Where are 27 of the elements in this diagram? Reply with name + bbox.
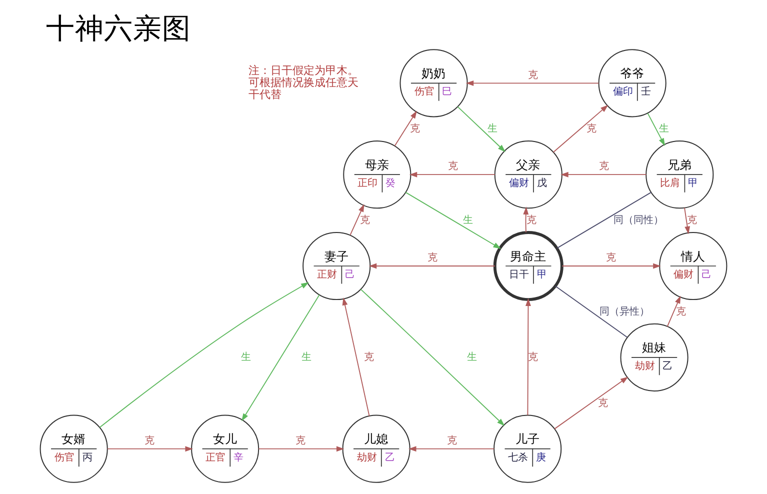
edge-label: 克 <box>410 124 420 135</box>
edge-label: 同（异性） <box>599 306 650 318</box>
edge-label: 生 <box>462 214 473 226</box>
edge-label: 生 <box>659 124 670 135</box>
edge-label: 生 <box>467 352 478 364</box>
edge-label: 同（同性） <box>614 214 664 226</box>
edge-label: 克 <box>526 214 536 226</box>
label: 注：日干假定为甲木。可根据情况换成任意天干代替 <box>248 64 359 101</box>
edge-label: 克 <box>528 70 538 81</box>
edge-label: 克 <box>296 435 306 446</box>
edge-label: 克 <box>676 306 686 318</box>
edge-label: 克 <box>448 161 458 172</box>
edge-label: 克 <box>598 398 608 409</box>
edge-label: 克 <box>446 435 457 446</box>
edge-label: 克 <box>586 124 596 135</box>
edge-label: 克 <box>360 214 370 226</box>
edge-label: 克 <box>606 252 616 264</box>
diagram-title: 十神六亲图 <box>46 11 192 46</box>
edge-label: 克 <box>428 252 438 264</box>
edge-label: 克 <box>364 352 374 364</box>
edge-label: 克 <box>144 435 154 446</box>
edge-label: 生 <box>487 124 498 135</box>
edge-label: 生 <box>302 352 312 364</box>
edge-label: 克 <box>599 161 610 172</box>
edge-label: 生 <box>240 352 251 364</box>
edge-label: 克 <box>528 352 538 364</box>
edge-label: 克 <box>686 214 697 226</box>
